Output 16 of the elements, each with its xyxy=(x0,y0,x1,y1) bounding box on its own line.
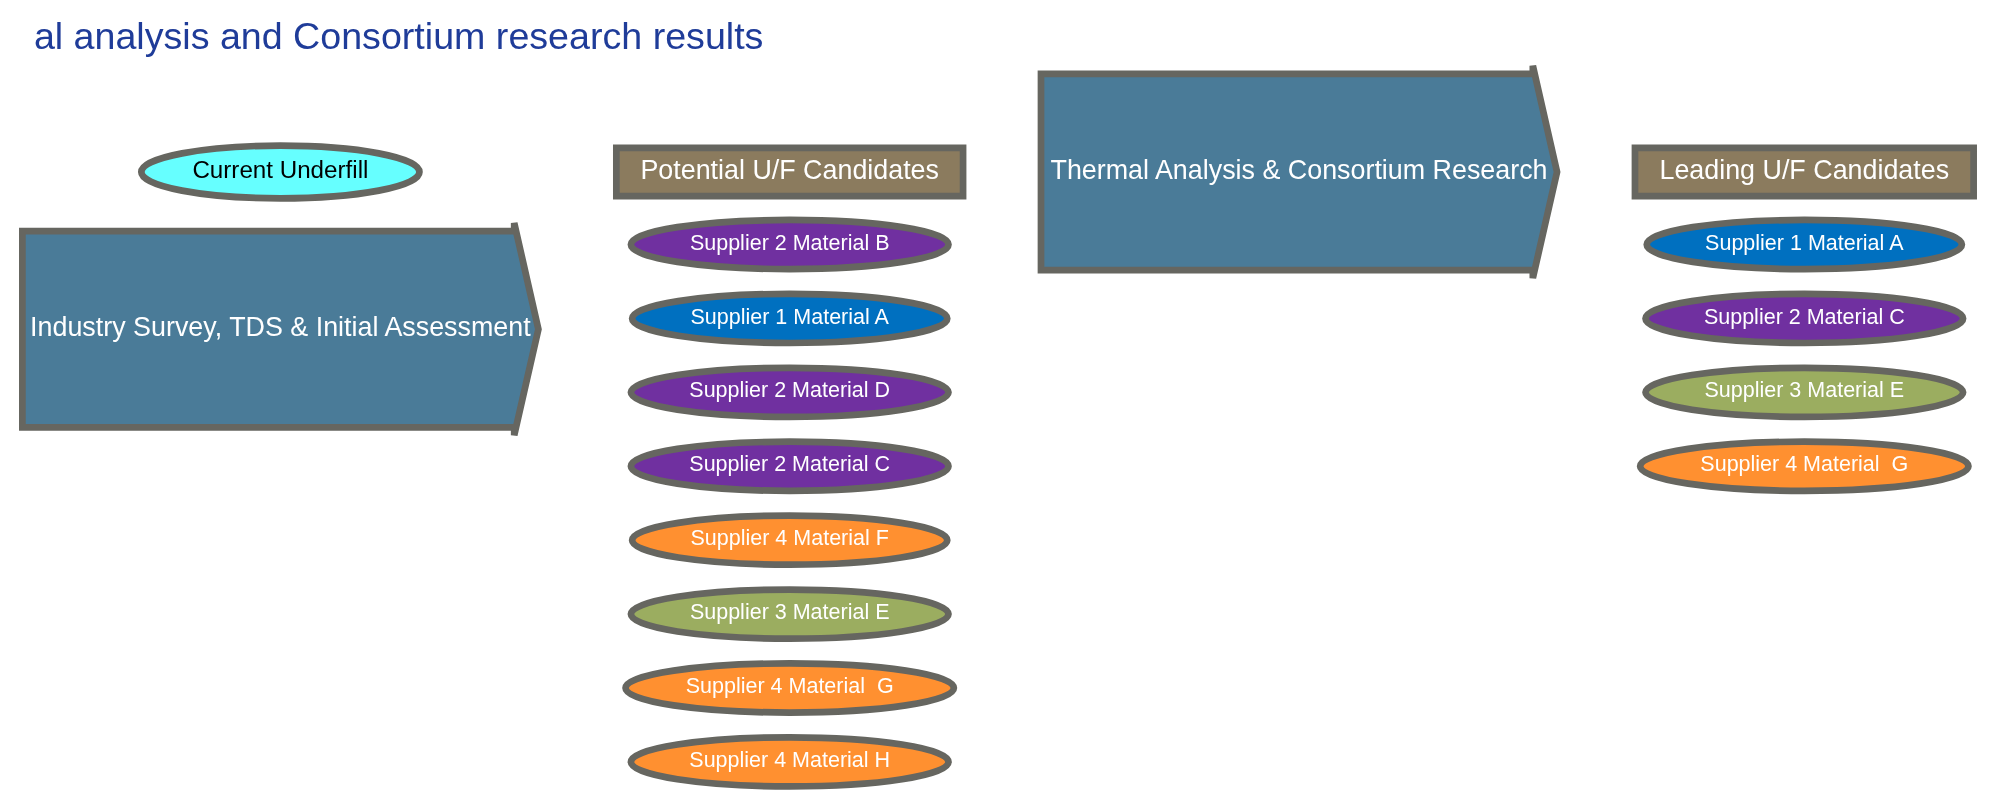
node-ellipse: Supplier 2 Material D xyxy=(627,364,952,421)
node-ellipse: Supplier 1 Material A xyxy=(628,290,951,347)
node-ellipse: Supplier 2 Material C xyxy=(627,438,952,495)
node-box: Leading U/F Candidates xyxy=(1631,144,1977,200)
node-ellipse: Supplier 4 Material H xyxy=(627,734,952,790)
node-ellipse: Supplier 3 Material E xyxy=(1641,364,1966,421)
node-ellipse: Supplier 4 Material G xyxy=(1636,438,1972,495)
diagram-title: al analysis and Consortium research results xyxy=(33,14,763,57)
node-ellipse: Supplier 3 Material E xyxy=(627,586,952,642)
node-ellipse: Supplier 1 Material A xyxy=(1642,216,1965,273)
node-ellipse: Supplier 4 Material F xyxy=(628,512,951,569)
node-ellipse: Supplier 2 Material B xyxy=(627,216,952,273)
node-ellipse: Supplier 2 Material C xyxy=(1641,290,1966,347)
node-box: Potential U/F Candidates xyxy=(612,144,966,200)
node-ellipse: Supplier 4 Material G xyxy=(621,660,957,716)
node-ellipse: Current Underfill xyxy=(137,142,423,202)
